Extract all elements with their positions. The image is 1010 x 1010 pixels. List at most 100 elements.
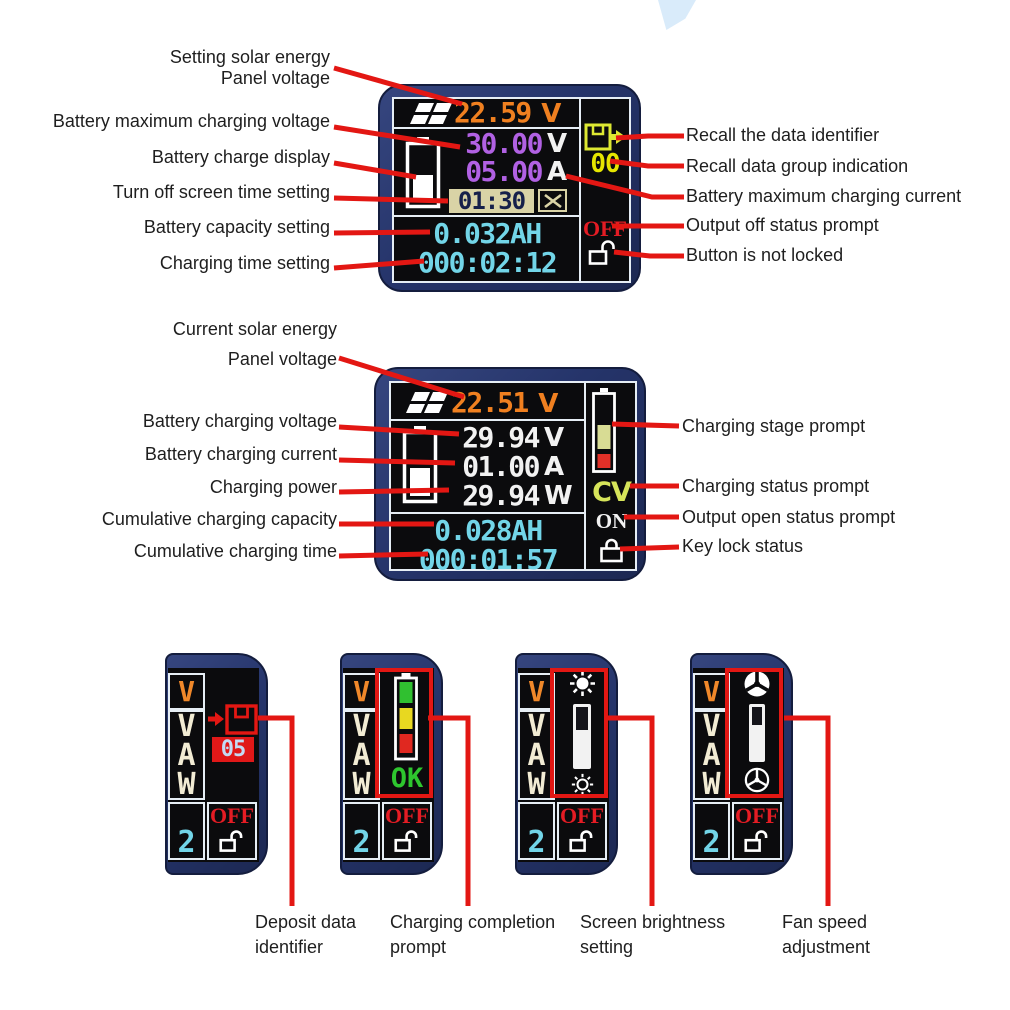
output-status-value: ON bbox=[595, 509, 628, 533]
charge-power-value: 29.94 bbox=[462, 479, 540, 512]
mode-vaw-cell: V A W bbox=[518, 710, 555, 800]
max-voltage-row: 30.00 bbox=[394, 127, 543, 160]
output-status-value: OFF bbox=[385, 803, 429, 828]
solar-voltage-readout: 22.59 V bbox=[454, 96, 561, 129]
charge-stage-battery-icon bbox=[592, 388, 616, 473]
recall-data-icon bbox=[584, 123, 626, 151]
charge-current-value: 01.00 bbox=[462, 450, 540, 483]
status-cell: OFF bbox=[207, 802, 257, 860]
divider bbox=[584, 383, 586, 569]
label-current-solar-energy: Current solar energy bbox=[172, 319, 337, 339]
group-number: 2 bbox=[177, 825, 196, 860]
charging-ok-status: OK bbox=[390, 763, 424, 794]
mode-v-label: V bbox=[528, 675, 545, 708]
mode-v-label: V bbox=[353, 675, 370, 708]
mode-vaw-cell: V A W bbox=[693, 710, 730, 800]
lock-icon bbox=[600, 538, 623, 563]
mode-letter: A bbox=[702, 737, 721, 773]
solar-voltage-value: 22.59 bbox=[454, 96, 532, 129]
label-button-not-locked: Button is not locked bbox=[686, 245, 844, 265]
small-display-charging-completion: V V A W 2 OFF bbox=[340, 653, 443, 875]
label-panel-voltage-1: Panel voltage bbox=[220, 68, 330, 88]
recall-group-value: 00 bbox=[590, 149, 620, 179]
label-turn-off-screen-time: Turn off screen time setting bbox=[112, 182, 330, 202]
charge-power-row: 29.94 bbox=[391, 479, 540, 512]
mode-letter: W bbox=[352, 766, 371, 802]
mode-v-cell: V bbox=[693, 673, 730, 710]
mode-v-cell: V bbox=[518, 673, 555, 710]
mode-letter: A bbox=[352, 737, 371, 773]
caption-line: prompt bbox=[390, 937, 447, 957]
display-1-lcd: 22.59 V 30.00 V 05.00 A 01:30 0.032A bbox=[392, 97, 631, 283]
label-output-open-status: Output open status prompt bbox=[682, 507, 896, 527]
status-cell: OFF bbox=[557, 802, 607, 860]
unlock-icon bbox=[588, 240, 615, 265]
sun-bright-icon bbox=[570, 671, 595, 696]
solar-panel-icon bbox=[406, 392, 448, 413]
caption-charging-completion: Charging completion prompt bbox=[390, 911, 555, 958]
group-number-cell: 2 bbox=[693, 802, 730, 860]
small-display-deposit-data: V V A W 2 OFF bbox=[165, 653, 268, 875]
small-lcd: V V A W 2 OFF bbox=[518, 668, 609, 862]
caption-line: Deposit data bbox=[255, 912, 357, 932]
label-charging-time-setting: Charging time setting bbox=[159, 253, 330, 273]
mode-vaw-labels: V A W bbox=[177, 711, 196, 799]
mode-v-label: V bbox=[178, 675, 195, 708]
group-number: 2 bbox=[352, 825, 371, 860]
label-key-lock-status: Key lock status bbox=[682, 536, 804, 556]
caption-line: identifier bbox=[255, 937, 324, 957]
screen-off-checkbox-icon bbox=[538, 189, 567, 212]
charge-time-value: 000:02:12 bbox=[417, 246, 558, 279]
mode-vaw-cell: V A W bbox=[168, 710, 205, 800]
highlight-box bbox=[725, 668, 783, 798]
status-cell: OFF bbox=[382, 802, 432, 860]
fan-fast-icon bbox=[744, 671, 770, 697]
charge-current-row: 01.00 bbox=[391, 450, 540, 483]
label-charging-status-prompt: Charging status prompt bbox=[682, 476, 870, 496]
fan-slider-position bbox=[752, 707, 762, 725]
charge-status-value: CV bbox=[592, 477, 632, 508]
voltage-unit: V bbox=[547, 129, 568, 159]
mode-letter: V bbox=[702, 708, 721, 744]
caption-line: Screen brightness bbox=[580, 912, 726, 932]
output-status-value: OFF bbox=[735, 803, 779, 828]
mode-vaw-labels: V A W bbox=[527, 711, 546, 802]
label-charging-stage-prompt: Charging stage prompt bbox=[682, 416, 866, 436]
label-battery-charging-current: Battery charging current bbox=[144, 444, 337, 464]
label-battery-charging-voltage: Battery charging voltage bbox=[142, 411, 337, 431]
brightness-slider-position bbox=[576, 707, 588, 730]
label-battery-max-charging-voltage: Battery maximum charging voltage bbox=[52, 111, 330, 131]
solar-voltage-unit: V bbox=[538, 389, 559, 419]
display-2-charging-screen: 22.51 V 29.94 V 01.00 A 29.94 W 0.028A bbox=[374, 367, 646, 581]
group-number-cell: 2 bbox=[168, 802, 205, 860]
solar-voltage-value: 22.51 bbox=[451, 386, 529, 419]
current-unit: A bbox=[547, 157, 568, 187]
charge-time-value: 000:01:57 bbox=[418, 543, 559, 576]
fan-slow-icon bbox=[744, 767, 770, 793]
decorative-shape bbox=[658, 0, 696, 30]
battery-level-icon bbox=[394, 673, 418, 761]
mode-vaw-labels: V A W bbox=[352, 708, 371, 802]
label-setting-solar-energy: Setting solar energy bbox=[169, 47, 330, 67]
caption-fan-speed: Fan speed adjustment bbox=[782, 911, 870, 958]
mode-letter: A bbox=[177, 737, 196, 773]
capacity-value: 0.032AH bbox=[433, 217, 542, 250]
small-display-fan-speed: V V A W 2 OFF bbox=[690, 653, 793, 875]
caption-screen-brightness: Screen brightness setting bbox=[580, 911, 725, 958]
label-battery-charge-display: Battery charge display bbox=[151, 147, 330, 167]
data-group-value: 05 bbox=[212, 737, 254, 762]
small-display-screen-brightness: V V A W 2 OFF bbox=[515, 653, 618, 875]
small-lcd: V V A W 2 OFF bbox=[693, 668, 784, 862]
sun-dim-icon bbox=[571, 773, 594, 796]
label-recall-data-identifier: Recall the data identifier bbox=[686, 125, 880, 145]
mode-letter: V bbox=[352, 708, 371, 744]
label-cumulative-charging-time: Cumulative charging time bbox=[133, 541, 337, 561]
max-charge-voltage-value: 30.00 bbox=[465, 127, 543, 160]
display-1-recall-screen: 22.59 V 30.00 V 05.00 A 01:30 0.032A bbox=[378, 84, 641, 292]
label-output-off-status: Output off status prompt bbox=[686, 215, 879, 235]
mode-letter: W bbox=[527, 766, 546, 802]
small-lcd: V V A W 2 OFF bbox=[168, 668, 259, 862]
group-number: 2 bbox=[702, 825, 721, 860]
label-recall-data-group: Recall data group indication bbox=[686, 156, 909, 176]
